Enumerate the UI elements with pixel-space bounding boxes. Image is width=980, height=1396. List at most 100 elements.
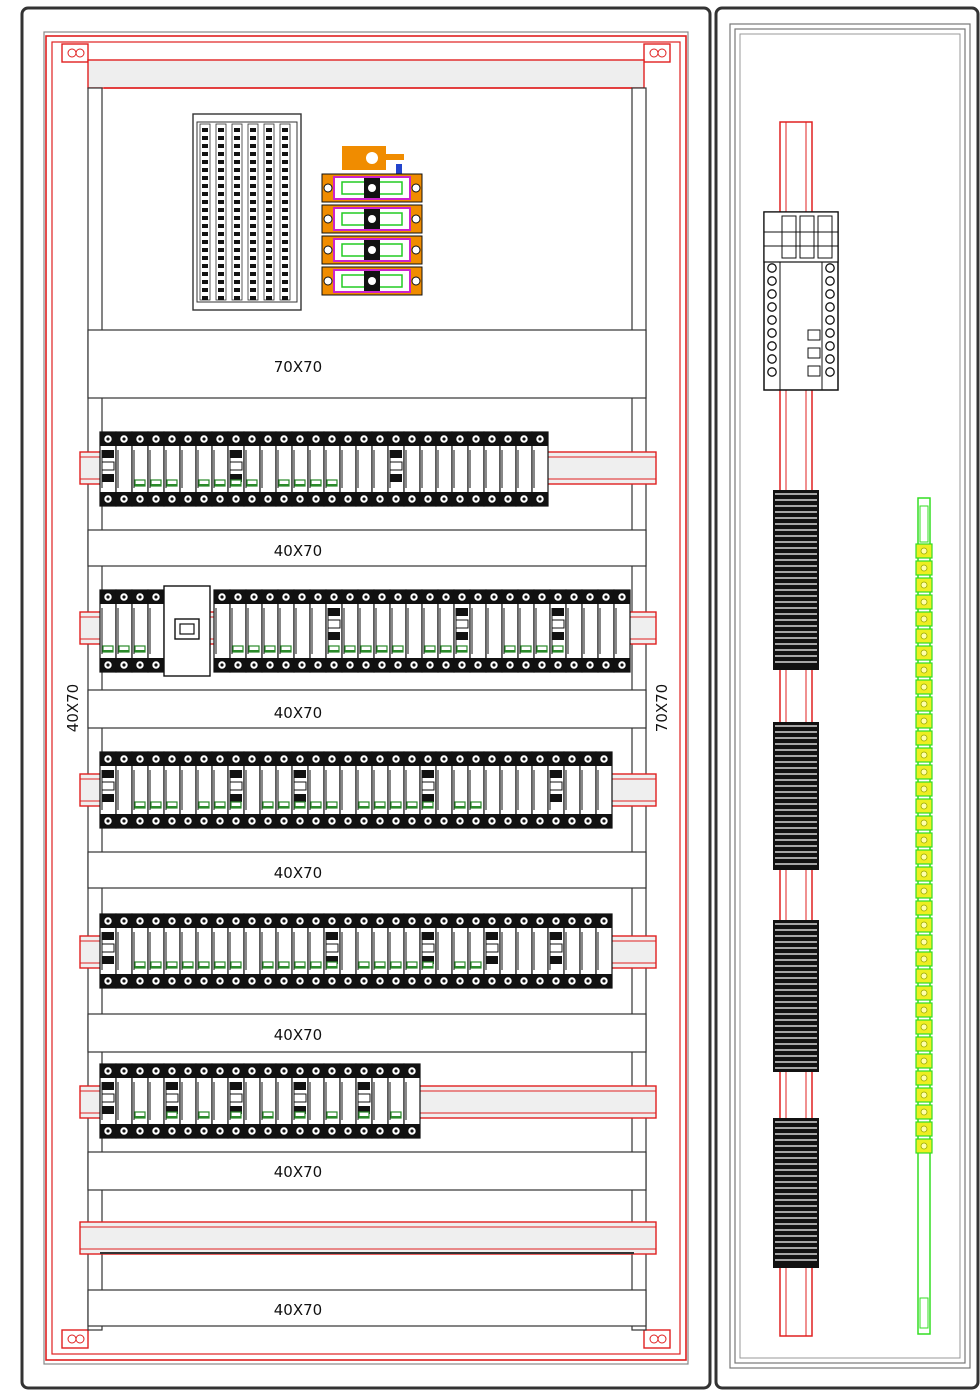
- breaker-module: [115, 751, 133, 829]
- breaker-module: [563, 913, 581, 989]
- breaker-module: [579, 913, 597, 989]
- breaker-module: [387, 431, 405, 507]
- breaker-module: [195, 1063, 213, 1139]
- breaker-module: [323, 751, 341, 829]
- top-wire-duct: [87, 329, 647, 399]
- breaker-module: [211, 913, 229, 989]
- breaker-module: [211, 431, 229, 507]
- breaker-module: [483, 913, 501, 989]
- breaker-module: [99, 431, 117, 507]
- breaker-module: [405, 589, 423, 673]
- breaker-module: [275, 431, 293, 507]
- breaker-module: [435, 751, 453, 829]
- breaker-module: [259, 431, 277, 507]
- din-rail-6: [79, 1221, 657, 1255]
- breaker-row-2: [99, 585, 631, 677]
- breaker-module: [163, 751, 181, 829]
- breaker-module: [515, 751, 533, 829]
- breaker-module: [131, 1063, 149, 1139]
- door-outer: [714, 6, 980, 1390]
- breaker-module: [99, 913, 117, 989]
- breaker-module: [579, 751, 597, 829]
- breaker-module: [211, 1063, 229, 1139]
- breaker-module: [371, 1063, 389, 1139]
- breaker-module: [499, 431, 517, 507]
- breaker-module: [147, 589, 165, 673]
- door-cable-duct-1: [773, 490, 819, 670]
- surge-protector: [321, 146, 423, 296]
- breaker-module: [115, 589, 133, 673]
- breaker-module: [517, 589, 535, 673]
- corner-bracket-top-right: [643, 43, 671, 63]
- breaker-module: [437, 589, 455, 673]
- terminal-block-top: [192, 113, 302, 311]
- door-cable-duct-3: [773, 920, 819, 1072]
- breaker-module: [595, 913, 613, 989]
- breaker-module: [275, 751, 293, 829]
- door-contactor-block: [763, 211, 839, 391]
- corner-bracket-bottom-right: [643, 1329, 671, 1349]
- breaker-module: [115, 913, 133, 989]
- breaker-module: [565, 589, 583, 673]
- wire-duct-bottom: [87, 1289, 647, 1327]
- breaker-module: [357, 589, 375, 673]
- corner-bracket-bottom-left: [61, 1329, 89, 1349]
- breaker-module: [339, 751, 357, 829]
- breaker-row-4: [99, 913, 613, 989]
- breaker-module: [371, 431, 389, 507]
- breaker-module: [613, 589, 631, 673]
- breaker-module: [581, 589, 599, 673]
- breaker-module: [277, 589, 295, 673]
- breaker-module: [387, 913, 405, 989]
- breaker-module: [195, 913, 213, 989]
- breaker-module: [307, 913, 325, 989]
- breaker-module: [291, 913, 309, 989]
- breaker-module: [307, 751, 325, 829]
- breaker-module: [293, 589, 311, 673]
- breaker-module: [451, 751, 469, 829]
- breaker-module: [387, 751, 405, 829]
- breaker-module: [115, 431, 133, 507]
- breaker-module: [243, 431, 261, 507]
- breaker-module: [531, 751, 549, 829]
- mounting-channel-inner: [51, 41, 681, 1355]
- left-cabinet-inner: [43, 31, 689, 1365]
- left-duct-label: 40X70: [64, 684, 82, 732]
- breaker-module: [99, 751, 117, 829]
- breaker-module: [227, 1063, 245, 1139]
- breaker-module: [195, 431, 213, 507]
- breaker-module: [291, 751, 309, 829]
- breaker-module: [259, 1063, 277, 1139]
- breaker-module: [387, 1063, 405, 1139]
- breaker-module: [355, 431, 373, 507]
- breaker-module: [419, 913, 437, 989]
- breaker-module: [229, 589, 247, 673]
- breaker-module: [355, 751, 373, 829]
- breaker-module: [341, 589, 359, 673]
- breaker-module: [339, 1063, 357, 1139]
- breaker-module: [389, 589, 407, 673]
- breaker-module: [243, 1063, 261, 1139]
- breaker-module: [323, 431, 341, 507]
- right-door: [714, 6, 980, 1390]
- breaker-module: [339, 431, 357, 507]
- breaker-module: [323, 913, 341, 989]
- breaker-module: [531, 913, 549, 989]
- breaker-module: [291, 431, 309, 507]
- breaker-row-1: [99, 431, 549, 507]
- corner-bracket-top-left: [61, 43, 89, 63]
- breaker-module: [549, 589, 567, 673]
- breaker-module: [259, 751, 277, 829]
- breaker-module: [179, 751, 197, 829]
- top-duct-label: 70X70: [274, 358, 322, 376]
- breaker-module: [131, 751, 149, 829]
- breaker-module: [323, 1063, 341, 1139]
- breaker-module: [163, 913, 181, 989]
- breaker-module: [259, 913, 277, 989]
- breaker-module: [307, 1063, 325, 1139]
- wire-duct-2: [87, 689, 647, 729]
- main-isolator-switch: [163, 585, 211, 677]
- breaker-module: [531, 431, 549, 507]
- breaker-module: [227, 751, 245, 829]
- breaker-module: [403, 751, 421, 829]
